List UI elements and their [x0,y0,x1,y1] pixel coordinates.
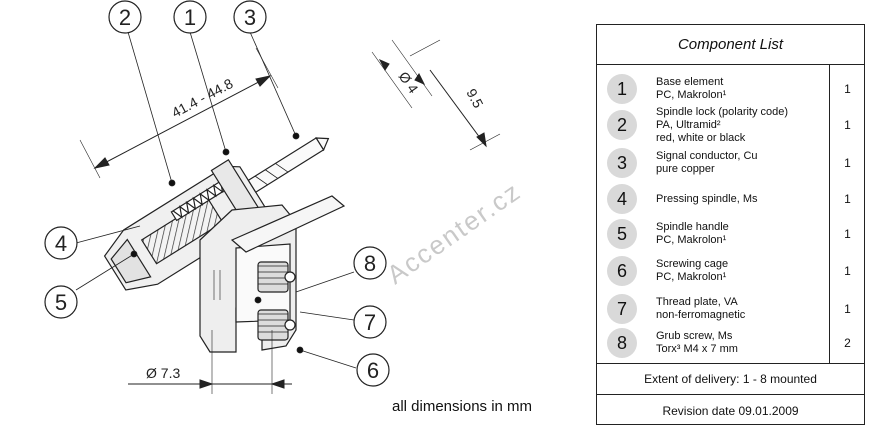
callouts [44,0,390,387]
component-row: 2 Spindle lock (polarity code)PA, Ultrami… [597,106,864,145]
component-quantity: 2 [844,336,851,350]
dimension-width-label: 9.5 [463,86,486,111]
extent-of-delivery: Extent of delivery: 1 - 8 mounted [597,364,864,395]
callout-1: 1 [184,5,196,30]
dimension-length-label: 41.4 - 44.8 [169,75,236,121]
connector-assembly [103,137,346,353]
callout-4: 4 [55,231,67,256]
component-number: 7 [607,294,637,324]
component-description-line: PC, Makrolon¹ [656,234,727,246]
callout-5: 5 [55,290,67,315]
component-quantity: 1 [844,302,851,316]
component-description-line: Thread plate, VA [656,296,738,308]
component-row: 4 Pressing spindle, Ms 1 [597,184,864,214]
component-description-line: PC, Makrolon¹ [656,271,727,283]
component-description-line: Screwing cage [656,258,729,270]
component-description-line: Spindle lock (polarity code) [656,105,789,118]
component-number: 1 [607,74,637,104]
watermark: Accenter.cz [381,176,526,290]
component-description-line: Pressing spindle, Ms [656,192,758,205]
callout-8: 8 [364,251,376,276]
component-description: Pressing spindle, Ms [656,193,831,206]
component-quantity: 1 [844,264,851,278]
technical-drawing: Accenter.cz [44,0,527,394]
component-number: 3 [607,148,637,178]
component-description-line: Signal conductor, Cu [656,150,758,162]
component-quantity: 1 [844,118,851,132]
component-description-line: pure copper [656,163,715,175]
leader-lines [75,31,357,369]
component-list-title: Component List [597,25,864,65]
component-quantity: 1 [844,227,851,241]
component-description-line: Torx³ M4 x 7 mm [656,343,738,355]
component-description-line: PA, Ultramid² [656,118,721,131]
quantity-column-divider [829,65,830,363]
callout-3: 3 [244,5,256,30]
component-number: 4 [607,184,637,214]
dimensions-note: all dimensions in mm [392,398,533,415]
component-number: 2 [607,110,637,140]
component-description: Spindle lock (polarity code)PA, Ultramid… [656,106,831,145]
callout-7: 7 [364,310,376,335]
dimension-pin-diameter-label: Ø 4 [396,69,422,97]
component-number: 6 [607,256,637,286]
component-description-line: Spindle handle [656,221,729,233]
dimension-base-diameter-label: Ø 7.3 [146,365,180,381]
component-description-line: red, white or black [656,131,746,144]
component-quantity: 1 [844,156,851,170]
component-number: 8 [607,328,637,358]
revision-date: Revision date 09.01.2009 [662,403,799,418]
component-description-line: PC, Makrolon¹ [656,89,727,101]
component-description-line: non-ferromagnetic [656,309,746,321]
component-quantity: 1 [844,82,851,96]
component-number: 5 [607,219,637,249]
callout-2: 2 [119,5,131,30]
component-quantity: 1 [844,192,851,206]
component-description-line: Grub screw, Ms [656,330,733,342]
callout-6: 6 [367,358,379,383]
component-description-line: Base element [656,76,724,88]
